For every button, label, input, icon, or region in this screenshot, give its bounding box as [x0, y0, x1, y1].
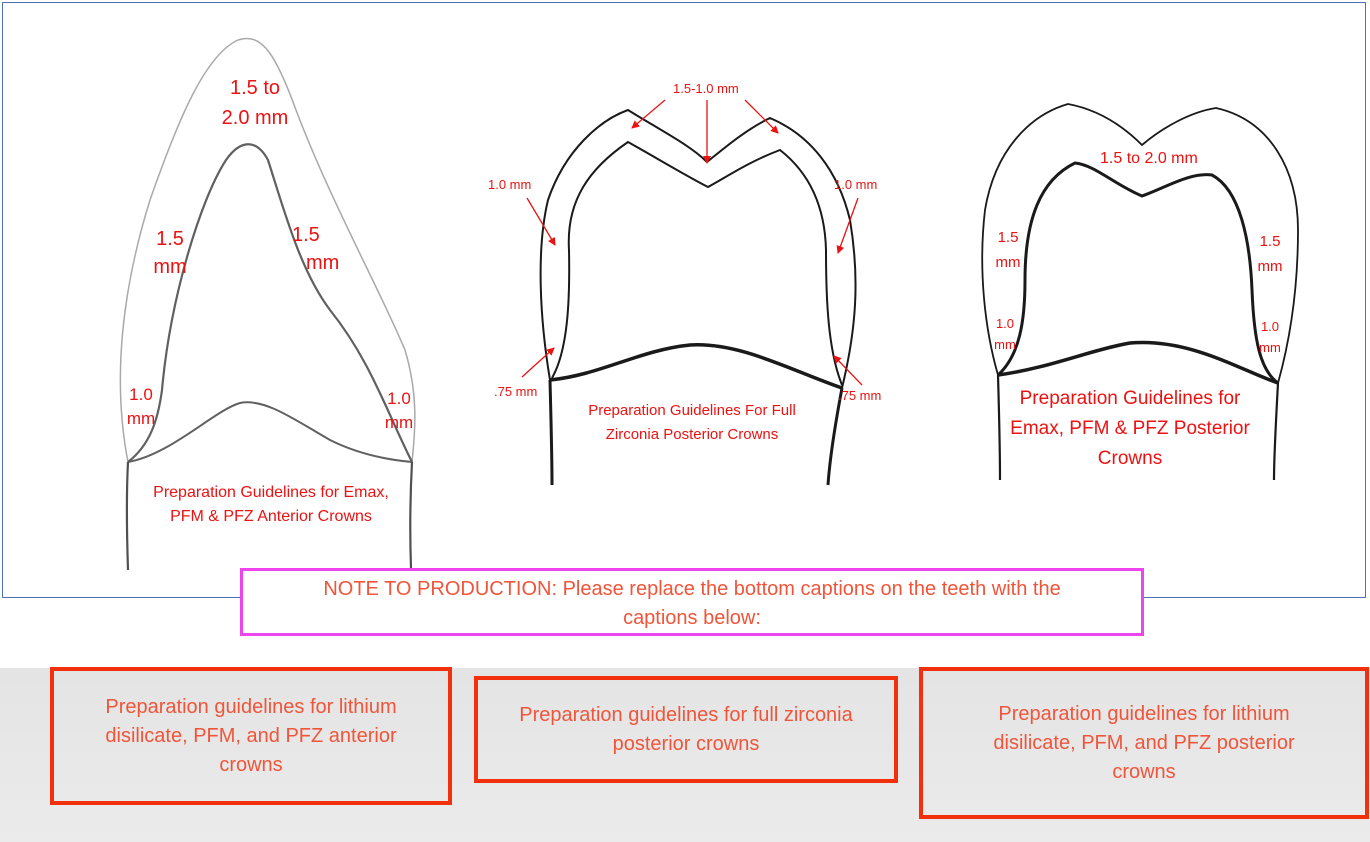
- zirconia-right-margin-label: .75 mm: [838, 388, 882, 403]
- anterior-left-margin-line-2: mm: [126, 409, 156, 428]
- posterior-root-right: [1272, 382, 1280, 481]
- anterior-right-wall-label: 1.5 mm: [292, 221, 352, 277]
- replacement-posterior-line-3: crowns: [1112, 760, 1176, 783]
- posterior-margin-line: [997, 340, 1279, 385]
- zirconia-left-wall-label: 1.0 mm: [488, 177, 532, 192]
- zirconia-arrows: [521, 99, 863, 386]
- zirconia-margin-line: [549, 343, 843, 390]
- posterior-tooth: [981, 103, 1299, 481]
- left-wall-arrow: [526, 197, 556, 246]
- production-note-line-2: captions below:: [623, 607, 761, 629]
- posterior-occlusal-label: 1.5 to 2.0 mm: [1100, 150, 1198, 167]
- anterior-right-wall-line-1: 1.5: [292, 224, 320, 246]
- replacement-caption-posterior: Preparation guidelines for lithium disil…: [919, 667, 1369, 819]
- replacement-posterior-line-1: Preparation guidelines for lithium: [998, 702, 1290, 725]
- zirconia-root-left: [548, 379, 554, 486]
- occlusal-arrow-left: [631, 99, 666, 129]
- zirconia-root-right: [826, 387, 844, 486]
- right-wall-arrow: [836, 197, 859, 254]
- replacement-anterior-line-1: Preparation guidelines for lithium: [105, 695, 397, 718]
- replacement-anterior-line-3: crowns: [219, 753, 283, 776]
- production-note-line-1: NOTE TO PRODUCTION: Please replace the b…: [323, 578, 1061, 600]
- anterior-original-caption: Preparation Guidelines for Emax, PFM & P…: [126, 481, 416, 529]
- replacement-caption-anterior: Preparation guidelines for lithium disil…: [50, 667, 452, 805]
- anterior-right-margin-line-2: mm: [384, 413, 414, 432]
- posterior-right-margin-line-1: 1.0: [1260, 319, 1280, 334]
- production-note: NOTE TO PRODUCTION: Please replace the b…: [240, 568, 1144, 636]
- zirconia-caption-line-2: Zirconia Posterior Crowns: [605, 426, 779, 443]
- posterior-right-wall-label: 1.5 mm: [1250, 229, 1290, 279]
- posterior-prep-contour: [996, 161, 1279, 385]
- anterior-incisal-label: 1.5 to 2.0 mm: [205, 73, 305, 133]
- anterior-left-wall-label: 1.5 mm: [140, 225, 200, 281]
- posterior-left-wall-label: 1.5 mm: [990, 225, 1026, 275]
- anterior-caption-line-2: PFM & PFZ Anterior Crowns: [170, 508, 372, 525]
- replacement-posterior-line-2: disilicate, PFM, and PFZ posterior: [993, 731, 1295, 754]
- posterior-left-wall-line-2: mm: [995, 254, 1021, 271]
- zirconia-original-caption: Preparation Guidelines For Full Zirconia…: [566, 399, 818, 447]
- tooth-diagram-figure: [2, 2, 1366, 598]
- anterior-root-right: [409, 461, 414, 569]
- right-margin-arrow: [833, 355, 863, 386]
- posterior-right-wall-line-2: mm: [1257, 258, 1283, 275]
- replacement-anterior-line-2: disilicate, PFM, and PFZ anterior: [105, 724, 397, 747]
- zirconia-prep-contour: [551, 140, 843, 386]
- left-margin-arrow: [521, 347, 555, 378]
- anterior-right-margin-line-1: 1.0: [387, 389, 411, 408]
- anterior-root-left: [125, 461, 130, 571]
- anterior-left-margin-line-1: 1.0: [129, 385, 153, 404]
- anterior-outer-contour: [119, 37, 416, 463]
- posterior-left-margin-label: 1.0 mm: [990, 313, 1020, 355]
- posterior-root-left: [996, 374, 1002, 481]
- occlusal-arrow-right: [744, 99, 779, 134]
- anterior-caption-line-1: Preparation Guidelines for Emax,: [153, 484, 389, 501]
- anterior-left-wall-line-1: 1.5: [156, 228, 184, 250]
- replacement-zirconia-line-1: Preparation guidelines for full zirconia: [519, 703, 853, 726]
- anterior-prep-contour: [127, 143, 413, 463]
- anterior-right-margin-label: 1.0 mm: [374, 387, 424, 435]
- posterior-caption-line-2: Emax, PFM & PFZ Posterior: [1010, 418, 1250, 439]
- replacement-zirconia-line-2: posterior crowns: [612, 732, 760, 755]
- anterior-left-margin-label: 1.0 mm: [116, 383, 166, 431]
- posterior-caption-line-1: Preparation Guidelines for: [1019, 388, 1241, 409]
- posterior-outer-contour: [981, 103, 1299, 384]
- zirconia-caption-line-1: Preparation Guidelines For Full: [588, 402, 796, 419]
- zirconia-occlusal-label: 1.5-1.0 mm: [673, 81, 739, 96]
- posterior-right-margin-label: 1.0 mm: [1254, 316, 1286, 358]
- tooth-drawings: [119, 37, 1299, 571]
- anterior-right-wall-line-2: mm: [306, 252, 340, 274]
- posterior-right-wall-line-1: 1.5: [1259, 233, 1281, 250]
- posterior-left-margin-line-2: mm: [994, 337, 1016, 352]
- anterior-incisal-line-1: 1.5 to: [229, 77, 281, 99]
- posterior-left-wall-line-1: 1.5: [997, 229, 1019, 246]
- bottom-gray-band: [0, 668, 1370, 842]
- posterior-original-caption: Preparation Guidelines for Emax, PFM & P…: [1006, 384, 1254, 474]
- anterior-left-wall-line-2: mm: [153, 256, 187, 278]
- anterior-incisal-line-2: 2.0 mm: [221, 107, 289, 129]
- zirconia-left-margin-label: .75 mm: [494, 384, 538, 399]
- anterior-tooth: [119, 37, 416, 571]
- posterior-right-margin-line-2: mm: [1259, 340, 1281, 355]
- zirconia-right-wall-label: 1.0 mm: [834, 177, 878, 192]
- posterior-left-margin-line-1: 1.0: [995, 316, 1015, 331]
- anterior-margin-line: [127, 401, 413, 463]
- posterior-caption-line-3: Crowns: [1097, 448, 1163, 469]
- replacement-caption-zirconia: Preparation guidelines for full zirconia…: [474, 676, 898, 783]
